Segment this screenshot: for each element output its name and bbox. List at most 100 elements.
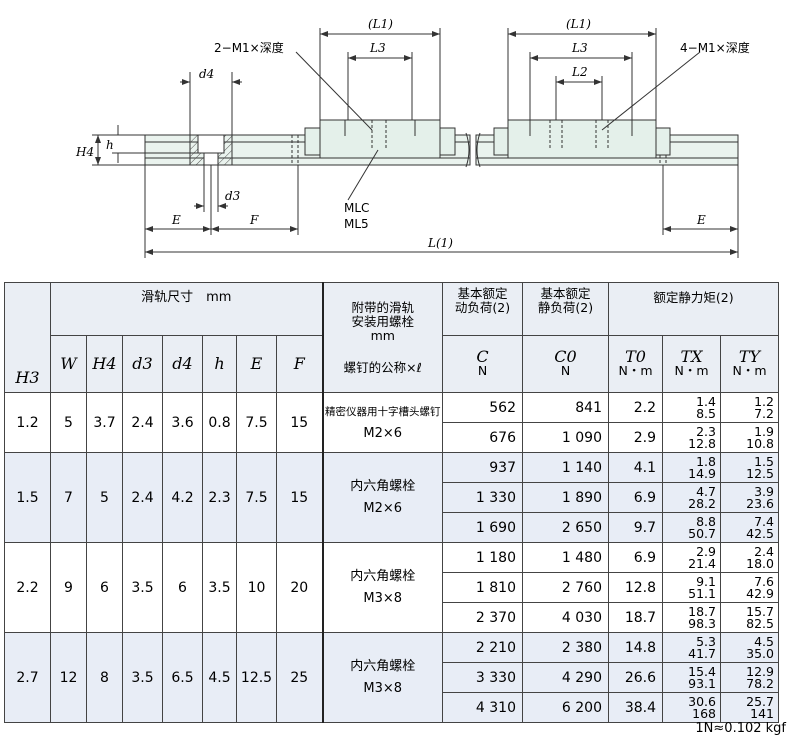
cell-t0: 26.6	[608, 662, 663, 693]
cell-c: 3 330	[442, 662, 523, 693]
bolt-size: M3×8	[363, 680, 403, 696]
cell-ty-value: 4.5	[754, 633, 774, 649]
cell-h3: 1.2	[4, 392, 51, 453]
cell-bolt: 内六角螺栓 M3×8	[321, 632, 443, 723]
cell-w: 12	[50, 632, 87, 723]
cell-ty-value: 12.5	[746, 465, 774, 481]
cell-ty-value: 12.9	[746, 663, 774, 679]
header-static-moment: 额定静力矩(2)	[608, 282, 779, 336]
cell-d4: 6.5	[162, 632, 203, 723]
cell-ty-value: 15.7	[746, 603, 774, 619]
header-bolt: 附带的滑轨 安装用螺栓 mm 螺钉的公称×ℓ	[321, 282, 443, 393]
cell-w: 5	[50, 392, 87, 453]
cell-e: 7.5	[236, 452, 277, 543]
cell-ty-value: 42.5	[746, 525, 774, 541]
cell-c0: 1 890	[522, 482, 609, 513]
cell-h: 4.5	[202, 632, 237, 723]
cell-c: 1 690	[442, 512, 523, 543]
cell-t0: 4.1	[608, 452, 663, 483]
bolt-type: 精密仪器用十字槽头螺钉	[325, 405, 441, 418]
label-l2: L2	[571, 65, 588, 79]
cell-c: 2 370	[442, 602, 523, 633]
cell-c: 676	[442, 422, 523, 453]
cell-c: 1 810	[442, 572, 523, 603]
cell-tx-value: 2.9	[696, 543, 716, 559]
cell-d4: 3.6	[162, 392, 203, 453]
label-d3: d3	[225, 189, 241, 203]
cell-h: 3.5	[202, 542, 237, 633]
header-static-load: 基本额定静负荷(2)	[522, 282, 609, 336]
cell-c0: 2 380	[522, 632, 609, 663]
cell-t0: 14.8	[608, 632, 663, 663]
cell-c0: 1 140	[522, 452, 609, 483]
cell-bolt: 精密仪器用十字槽头螺钉 M2×6	[321, 392, 443, 453]
cell-tx-value: 28.2	[688, 495, 716, 511]
bolt-type: 内六角螺栓	[350, 658, 416, 674]
cell-tx-value: 12.8	[688, 435, 716, 451]
cell-f: 20	[276, 542, 323, 633]
cell-e: 7.5	[236, 392, 277, 453]
cell-tx-value: 21.4	[688, 555, 716, 571]
cell-tx-value: 1.8	[696, 453, 716, 469]
label-d4: d4	[199, 67, 214, 81]
cell-c0: 1 090	[522, 422, 609, 453]
cell-h4: 3.7	[86, 392, 123, 453]
cell-tx-value: 30.6	[688, 693, 716, 709]
cell-c0: 4 290	[522, 662, 609, 693]
cell-tx-value: 51.1	[688, 585, 716, 601]
cell-h: 0.8	[202, 392, 237, 453]
cell-tx-value: 50.7	[688, 525, 716, 541]
label-mlc: MLC	[344, 201, 369, 215]
cell-t0: 2.2	[608, 392, 663, 423]
cell-f: 15	[276, 392, 323, 453]
cell-ty-value: 3.9	[754, 483, 774, 499]
cell-ty-value: 141	[750, 705, 774, 721]
cell-c0: 2 760	[522, 572, 609, 603]
cell-d3: 3.5	[122, 542, 163, 633]
cell-tx-value: 15.4	[688, 663, 716, 679]
cell-tx-value: 5.3	[696, 633, 716, 649]
cell-d3: 2.4	[122, 392, 163, 453]
cell-ty-value: 42.9	[746, 585, 774, 601]
cell-f: 15	[276, 452, 323, 543]
header-dynamic-load: 基本额定动负荷(2)	[442, 282, 523, 336]
cell-ty-value: 82.5	[746, 615, 774, 631]
cell-t0: 38.4	[608, 692, 663, 723]
bolt-size: M2×6	[363, 425, 403, 441]
col-h: h	[202, 335, 237, 393]
cell-ty-value: 10.8	[746, 435, 774, 451]
label-f: F	[249, 213, 259, 227]
label-e-left: E	[171, 213, 181, 227]
col-w: W	[50, 335, 87, 393]
cell-h3: 1.5	[4, 452, 51, 543]
cell-tx-value: 18.7	[688, 603, 716, 619]
cell-c: 1 180	[442, 542, 523, 573]
cell-c: 2 210	[442, 632, 523, 663]
rail-dimension-drawing: (L1) L3 2−M1×深度 d4 H4 h d3 E F MLC ML5 L…	[75, 17, 750, 258]
cell-t0: 2.9	[608, 422, 663, 453]
label-l3-right: L3	[571, 41, 588, 55]
label-m1-right: 4−M1×深度	[680, 40, 750, 55]
cell-ty-value: 1.9	[754, 423, 774, 439]
cell-c0: 4 030	[522, 602, 609, 633]
cell-f: 25	[276, 632, 323, 723]
col-f: F	[276, 335, 323, 393]
cell-h3: 2.2	[4, 542, 51, 633]
